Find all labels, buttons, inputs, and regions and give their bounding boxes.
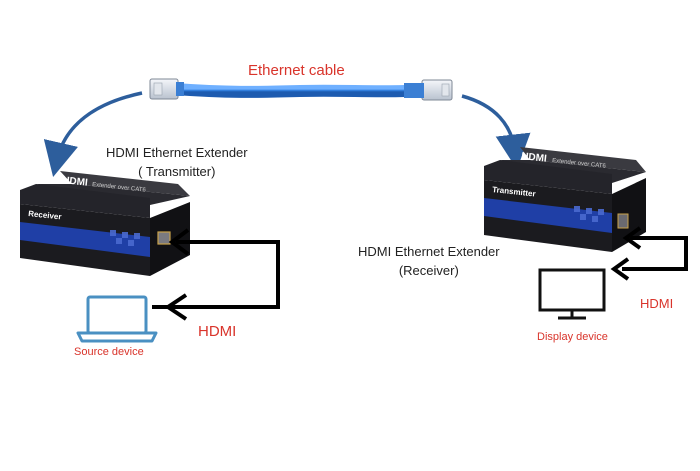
arrow-cable-to-receiver [461,94,531,170]
laptop-icon [76,295,158,343]
source-device-label: Source device [74,346,144,358]
receiver-box-subtitle: Extender over CAT6 [552,158,607,170]
ethernet-cable-label: Ethernet cable [248,62,345,79]
transmitter-title: HDMI Ethernet Extender ( Transmitter) [106,143,248,181]
receiver-hdmi-port-icon [617,213,629,229]
left-hdmi-label: HDMI [198,323,237,340]
left-hdmi-connection [152,228,280,321]
transmitter-extender-box: HDMI Extender over CAT6 Receiver [20,171,190,276]
rj45-plug-left-icon [149,78,184,100]
ethernet-cable [149,78,453,101]
receiver-box-logo: HDMI [521,151,548,165]
right-hdmi-connection [610,226,688,281]
transmitter-box-subtitle: Extender over CAT6 [92,182,147,194]
transmitter-rj45-port-icon [157,231,171,245]
display-device-label: Display device [537,331,608,343]
transmitter-title-line1: HDMI Ethernet Extender [106,145,248,160]
receiver-title-line2: (Receiver) [398,263,459,278]
rj45-plug-right-icon [404,79,453,101]
receiver-title-line1: HDMI Ethernet Extender [358,244,500,259]
monitor-icon [538,268,606,320]
transmitter-box-logo: HDMI [62,175,89,189]
receiver-extender-box: HDMI Extender over CAT6 Transmitter [484,147,646,252]
receiver-title: HDMI Ethernet Extender (Receiver) [358,242,500,280]
transmitter-title-line2: ( Transmitter) [138,164,216,179]
transmitter-box-label: Receiver [28,209,62,221]
right-hdmi-label: HDMI [640,296,674,311]
arrow-cable-to-transmitter [43,91,143,178]
